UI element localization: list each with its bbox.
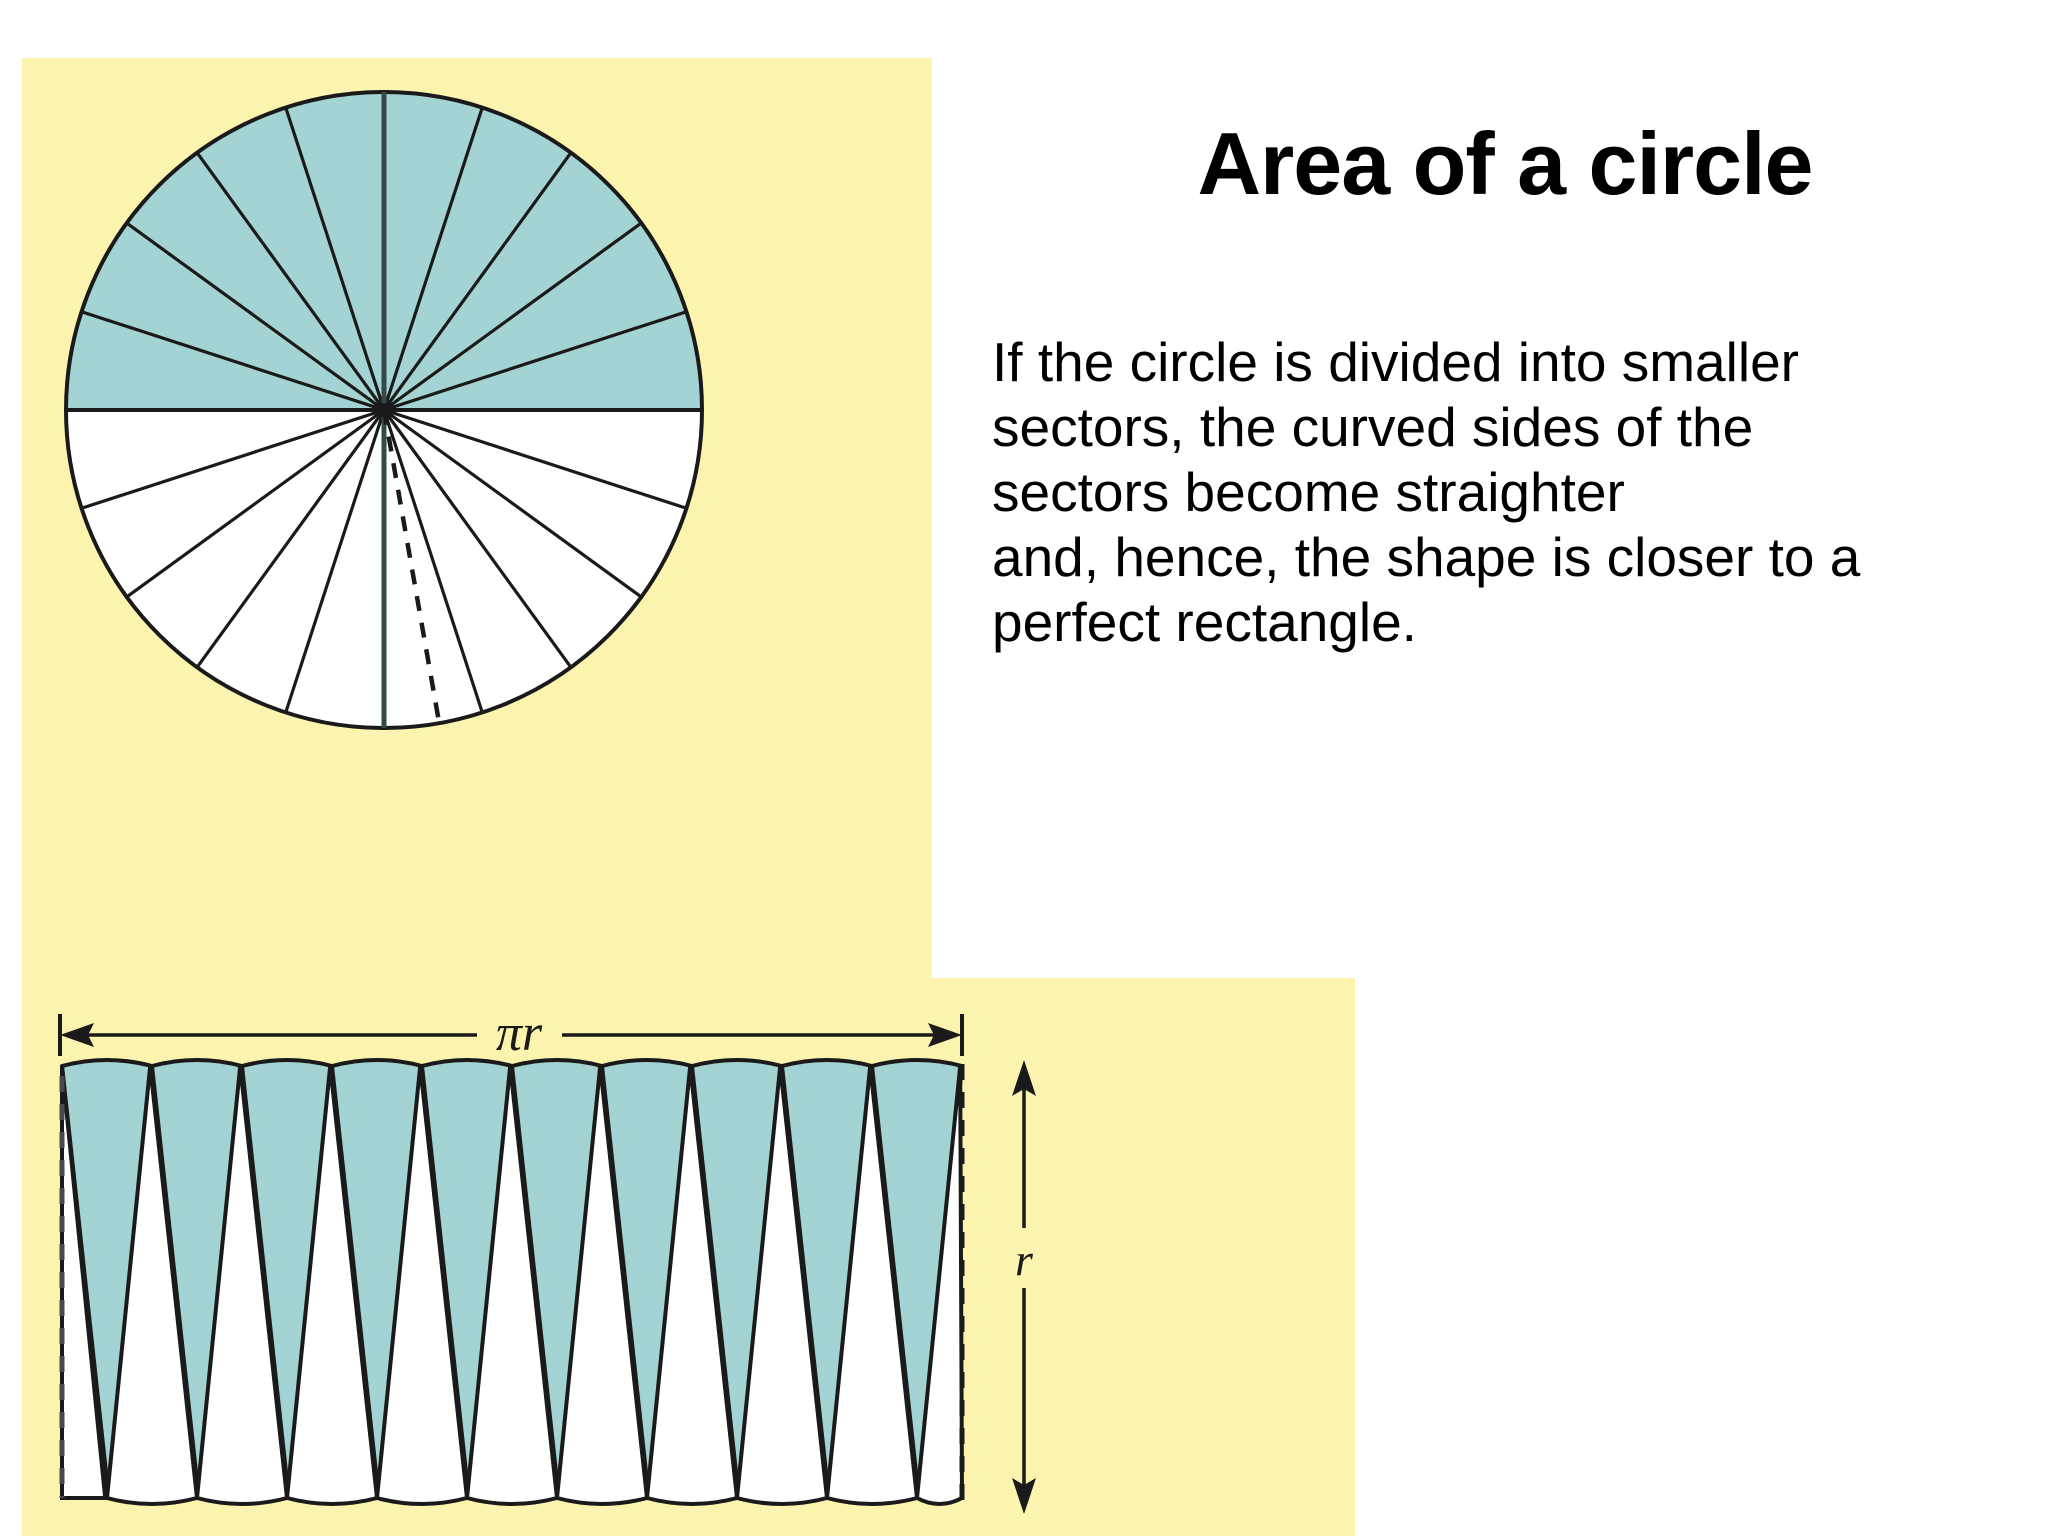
circle-radius — [382, 107, 484, 411]
body-line-1: If the circle is divided into smaller — [992, 331, 1799, 393]
circle-center-point — [377, 403, 391, 417]
circle-sector — [384, 410, 571, 713]
width-right-arrowhead — [928, 1023, 962, 1047]
circle-sector — [384, 410, 687, 597]
circle-radius — [125, 221, 385, 412]
circle-sector — [81, 410, 384, 597]
circle-sector — [81, 223, 384, 410]
width-label-pi-r: πr — [496, 1005, 543, 1062]
circle-radius — [125, 408, 385, 599]
circle-radius — [383, 408, 687, 510]
width-left-arrowhead — [60, 1023, 94, 1047]
circle-radius — [383, 310, 687, 412]
page-title: Area of a circle — [1197, 114, 1814, 213]
body-line-5: perfect rectangle. — [992, 590, 1417, 653]
circle-sectors-diagram — [64, 90, 704, 730]
circle-radius — [383, 221, 643, 412]
circle-radius — [81, 310, 385, 412]
body-line-4: and, hence, the shape is closer to a — [992, 525, 1861, 588]
circle-sector — [197, 410, 384, 713]
height-dimension-line: r — [1012, 1060, 1036, 1514]
circle-radius — [195, 409, 386, 669]
strip-sector-wedges — [60, 1058, 964, 1506]
circle-radius — [383, 408, 643, 599]
body-line-3: sectors become straighter — [992, 460, 1625, 523]
circle-sector — [384, 152, 642, 410]
body-line-2: sectors, the curved sides of the — [992, 395, 1754, 458]
circle-radius — [382, 151, 573, 411]
circle-radius — [382, 409, 484, 713]
circle-sector — [384, 107, 571, 410]
height-top-arrowhead — [1012, 1060, 1036, 1096]
circle-sector — [384, 223, 687, 410]
height-label-r: r — [1015, 1234, 1034, 1285]
circle-radius — [382, 409, 573, 669]
circle-sector — [197, 107, 384, 410]
height-bottom-arrowhead — [1012, 1478, 1036, 1514]
circle-radius — [284, 409, 386, 713]
circle-sector — [126, 410, 384, 668]
circle-radius — [81, 408, 385, 510]
circle-radius — [195, 151, 386, 411]
circle-radius — [284, 107, 386, 411]
circle-sector — [384, 410, 642, 668]
rearranged-rectangle-diagram: πr r — [58, 1005, 1036, 1514]
width-dimension-line: πr — [58, 1005, 964, 1062]
circle-sector — [126, 152, 384, 410]
